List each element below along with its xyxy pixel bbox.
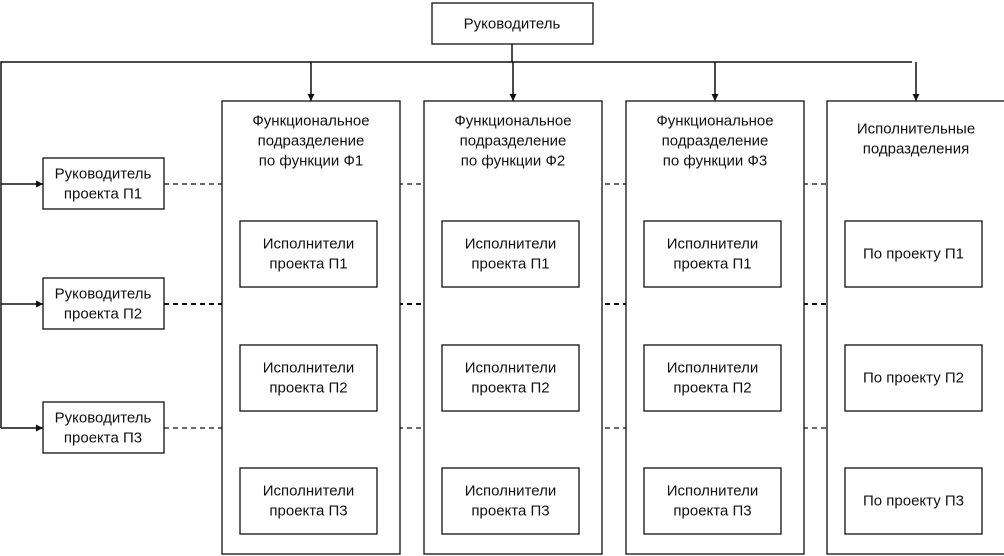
executor-unit-label-line: Исполнители bbox=[667, 236, 759, 253]
executor-unit-frame bbox=[844, 220, 983, 288]
executor-unit-box: Исполнители проекта П3 bbox=[643, 467, 782, 535]
project-manager-frame bbox=[42, 277, 165, 330]
executor-unit-label-line: проекта П2 bbox=[471, 380, 549, 397]
executor-unit-frame bbox=[643, 344, 782, 412]
executor-unit-box: Исполнители проекта П2 bbox=[441, 344, 580, 412]
project-manager-box: Руководитель проекта П2 bbox=[42, 277, 165, 330]
project-manager-box: Руководитель проекта П3 bbox=[42, 401, 165, 454]
executor-unit-label-line: проекта П2 bbox=[269, 380, 347, 397]
executor-unit-label-line: Исполнители bbox=[667, 360, 759, 377]
executor-unit-frame bbox=[239, 220, 378, 288]
nodes: РуководительФункциональноеподразделениеп… bbox=[42, 2, 1004, 555]
head-bus bbox=[0, 61, 912, 184]
department-title-line: Функциональное bbox=[252, 113, 369, 130]
project-manager-label-line: проекта П3 bbox=[64, 430, 142, 447]
executor-unit-box: По проекту П2 bbox=[844, 344, 983, 412]
executor-unit-frame bbox=[441, 467, 580, 535]
executor-unit-label-line: Исполнители bbox=[667, 483, 759, 500]
department-title-line: подразделение bbox=[460, 133, 567, 150]
executor-unit-label-line: По проекту П1 bbox=[863, 246, 964, 263]
executor-unit-label-line: Исполнители bbox=[465, 483, 557, 500]
project-manager-frame bbox=[42, 401, 165, 454]
executor-unit-label-line: проекта П3 bbox=[471, 503, 549, 520]
executor-unit-box: Исполнители проекта П3 bbox=[441, 467, 580, 535]
executor-unit-box: Исполнители проекта П3 bbox=[239, 467, 378, 535]
department-title-line: Исполнительные bbox=[857, 121, 975, 138]
head-label: Руководитель bbox=[464, 16, 561, 33]
executor-unit-frame bbox=[643, 467, 782, 535]
executor-unit-label-line: Исполнители bbox=[263, 483, 355, 500]
executor-unit-box: Исполнители проекта П1 bbox=[441, 220, 580, 288]
executor-unit-label-line: По проекту П3 bbox=[863, 493, 964, 510]
executor-unit-label-line: проекта П2 bbox=[673, 380, 751, 397]
executor-unit-box: Исполнители проекта П1 bbox=[643, 220, 782, 288]
executor-unit-label-line: Исполнители bbox=[465, 236, 557, 253]
project-manager-frame bbox=[42, 157, 165, 210]
executor-unit-box: По проекту П3 bbox=[844, 467, 983, 535]
project-manager-label-line: Руководитель bbox=[55, 410, 152, 427]
department-title-line: по функции Ф3 bbox=[663, 153, 767, 170]
executor-unit-frame bbox=[239, 467, 378, 535]
project-manager-box: Руководитель проекта П1 bbox=[42, 157, 165, 210]
executor-unit-frame bbox=[844, 344, 983, 412]
executor-unit-frame bbox=[239, 344, 378, 412]
executor-unit-label-line: По проекту П2 bbox=[863, 370, 964, 387]
executor-unit-frame bbox=[441, 220, 580, 288]
department-title-line: подразделение bbox=[258, 133, 365, 150]
department-title-line: подразделение bbox=[662, 133, 769, 150]
executor-unit-box: Исполнители проекта П2 bbox=[643, 344, 782, 412]
executor-unit-label-line: проекта П3 bbox=[269, 503, 347, 520]
project-manager-label-line: Руководитель bbox=[55, 166, 152, 183]
department-title-line: подразделения bbox=[863, 141, 969, 158]
executor-unit-label-line: проекта П1 bbox=[471, 256, 549, 273]
executor-unit-frame bbox=[441, 344, 580, 412]
department-title-line: по функции Ф2 bbox=[461, 153, 565, 170]
executor-unit-label-line: Исполнители bbox=[465, 360, 557, 377]
executor-unit-label-line: проекта П1 bbox=[269, 256, 347, 273]
executor-unit-label-line: Исполнители bbox=[263, 360, 355, 377]
executor-unit-frame bbox=[844, 467, 983, 535]
head-box-frame bbox=[431, 2, 594, 45]
executor-unit-label-line: проекта П1 bbox=[673, 256, 751, 273]
executor-unit-box: Исполнители проекта П2 bbox=[239, 344, 378, 412]
department-title-line: Функциональное bbox=[454, 113, 571, 130]
executor-unit-box: Исполнители проекта П1 bbox=[239, 220, 378, 288]
department-title-line: Функциональное bbox=[656, 113, 773, 130]
executor-unit-box: По проекту П1 bbox=[844, 220, 983, 288]
project-manager-label-line: проекта П1 bbox=[64, 186, 142, 203]
executor-unit-frame bbox=[643, 220, 782, 288]
executor-unit-label-line: проекта П3 bbox=[673, 503, 751, 520]
executor-unit-label-line: Исполнители bbox=[263, 236, 355, 253]
project-manager-label-line: проекта П2 bbox=[64, 306, 142, 323]
head-box: Руководитель bbox=[431, 2, 594, 45]
project-manager-label-line: Руководитель bbox=[55, 286, 152, 303]
department-title-line: по функции Ф1 bbox=[259, 153, 363, 170]
